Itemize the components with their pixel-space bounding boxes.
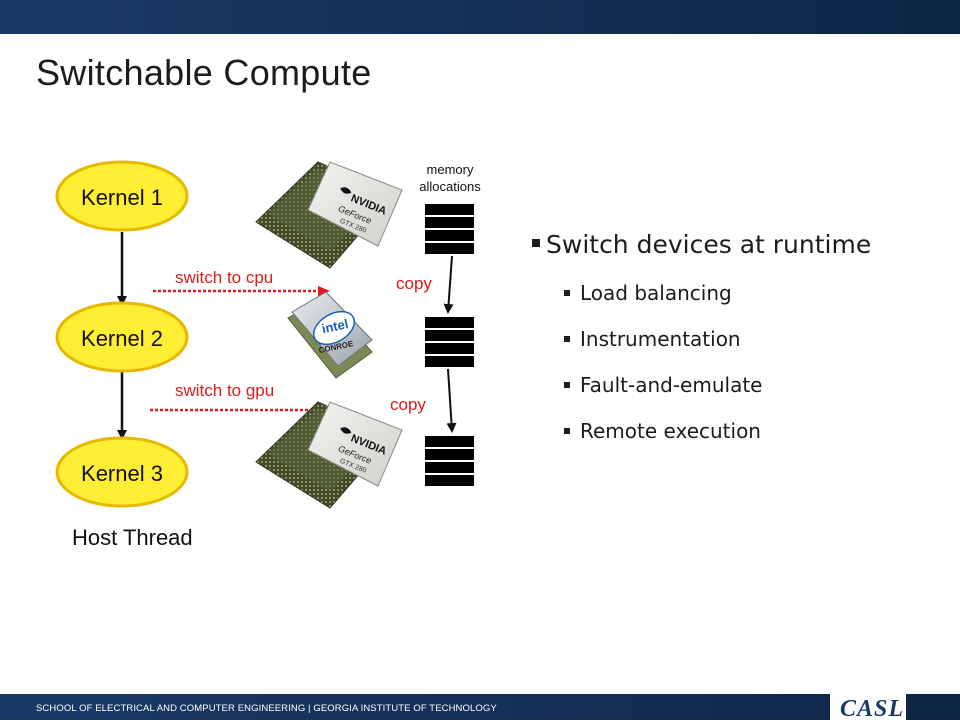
kernel-3: Kernel 3 <box>55 436 189 508</box>
bullet-sub-text: Load balancing <box>580 281 732 305</box>
memory-stack-3 <box>425 436 474 486</box>
bullet-sub-text: Remote execution <box>580 419 761 443</box>
slide-title: Switchable Compute <box>36 52 372 93</box>
memory-label-line2: allocations <box>419 179 481 194</box>
bullet-square-icon <box>564 335 570 342</box>
bullet-square-icon <box>532 239 540 247</box>
switch-to-cpu-label: switch to cpu <box>175 268 273 287</box>
footer-text: SCHOOL OF ELECTRICAL AND COMPUTER ENGINE… <box>36 703 497 714</box>
memory-stack-2 <box>425 317 474 367</box>
gpu-chip-1: NVIDIA GeForce GTX 280 <box>255 161 403 269</box>
kernel-1: Kernel 1 <box>55 160 189 232</box>
bullet-list: Switch devices at runtime Load balancing… <box>532 228 952 464</box>
gpu-chip-2: NVIDIA GeForce GTX 280 <box>255 401 403 509</box>
switch-to-gpu-label: switch to gpu <box>175 381 274 400</box>
bullet-square-icon <box>564 427 570 434</box>
bullet-square-icon <box>564 381 570 388</box>
bullet-sub-3: Fault-and-emulate <box>564 372 952 398</box>
copy-label-1: copy <box>396 274 432 293</box>
svg-text:Kernel 1: Kernel 1 <box>81 185 163 210</box>
memory-stack-1 <box>425 204 474 254</box>
footer-bar: SCHOOL OF ELECTRICAL AND COMPUTER ENGINE… <box>0 694 960 720</box>
svg-text:intel: intel <box>320 316 349 336</box>
casl-logo-text: CASL <box>840 696 905 722</box>
cpu-chip: intel CONROE <box>287 291 373 379</box>
top-banner <box>0 0 960 34</box>
bullet-square-icon <box>564 289 570 296</box>
bullet-sub-2: Instrumentation <box>564 326 952 352</box>
bullet-main: Switch devices at runtime <box>532 228 952 262</box>
copy-label-2: copy <box>390 395 426 414</box>
copy-arrow-2 <box>446 368 457 433</box>
bullet-sub-1: Load balancing <box>564 280 952 306</box>
casl-logo: CASL <box>830 694 906 722</box>
bullet-sub-4: Remote execution <box>564 418 952 444</box>
memory-label-line1: memory <box>427 162 474 177</box>
bullet-sub-text: Fault-and-emulate <box>580 373 763 397</box>
svg-text:Kernel 3: Kernel 3 <box>81 461 163 486</box>
bullet-sub-text: Instrumentation <box>580 327 741 351</box>
bullet-main-text: Switch devices at runtime <box>546 230 872 259</box>
copy-arrow-1 <box>443 255 454 314</box>
kernel-2: Kernel 2 <box>55 301 189 373</box>
host-thread-label: Host Thread <box>72 525 193 550</box>
svg-text:Kernel 2: Kernel 2 <box>81 326 163 351</box>
